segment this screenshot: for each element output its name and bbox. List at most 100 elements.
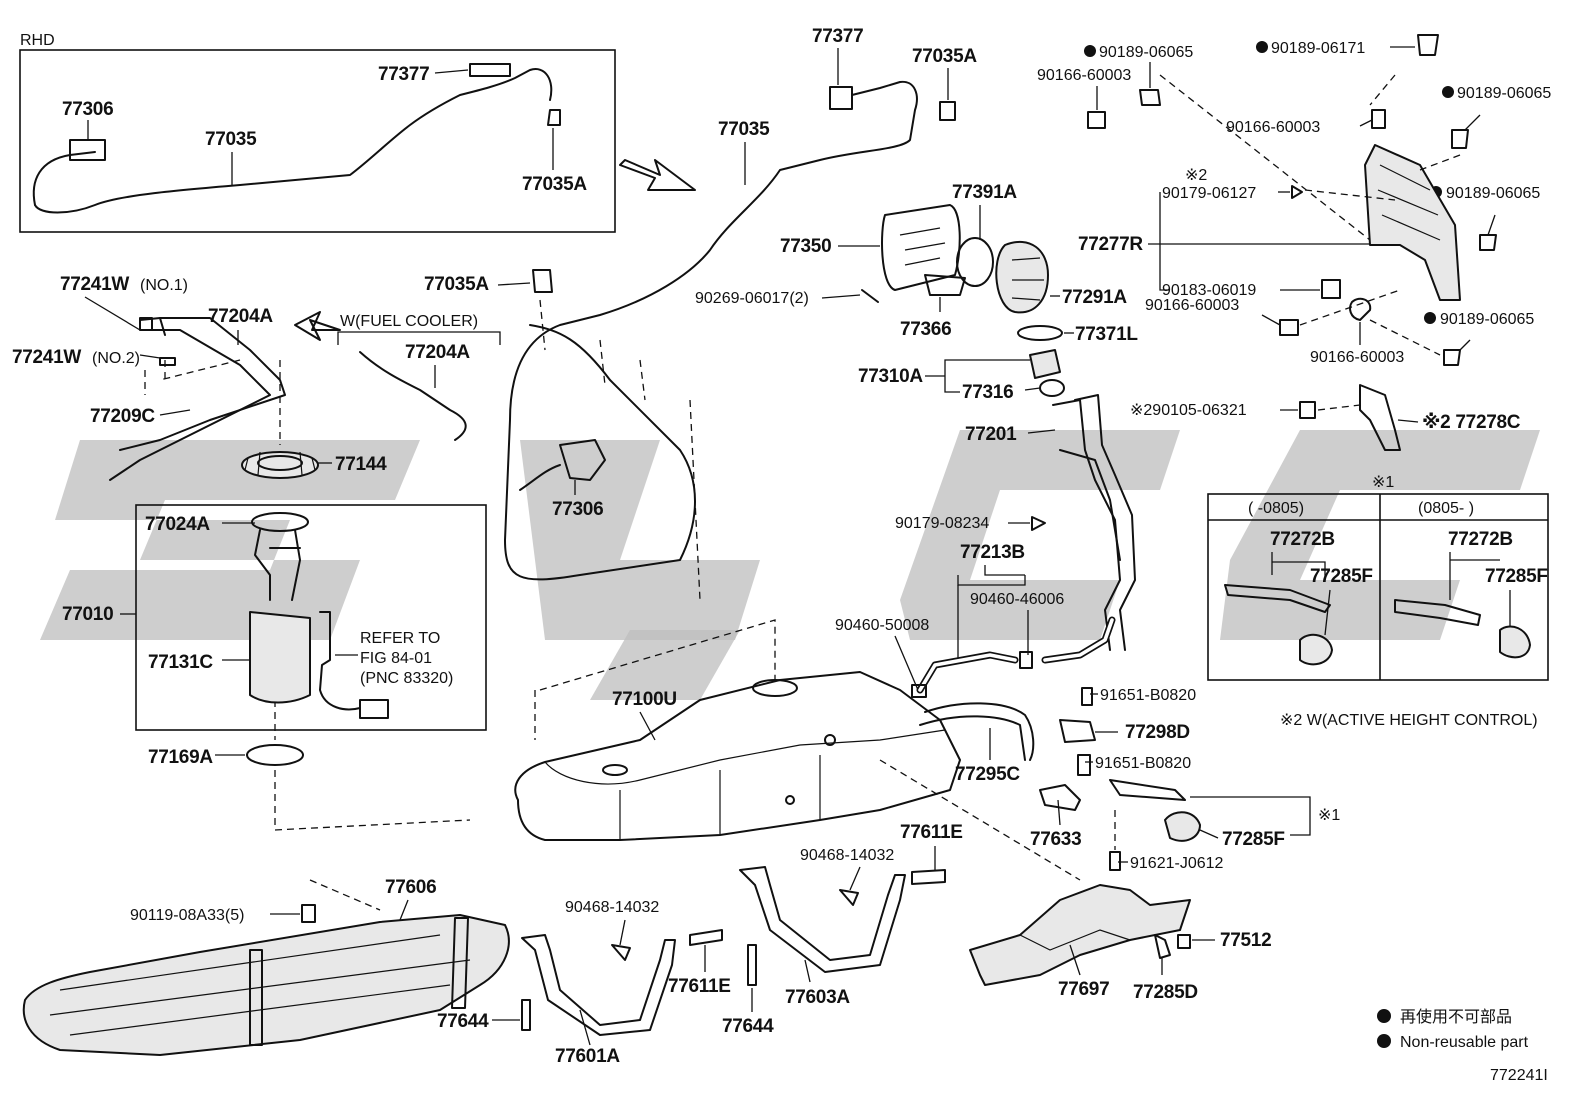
nonreusable-dot-icon: [1442, 86, 1454, 98]
refer-text-1: REFER TO: [360, 630, 440, 647]
label-90189-06065-c: 90189-06065: [1446, 185, 1540, 202]
clip-77241W-no2: [159, 357, 176, 366]
label-77035A-mid: 77035A: [424, 274, 489, 295]
cap-77291A: [995, 240, 1049, 314]
bolt-90166-a: [1087, 111, 1106, 129]
bolt-91651-a: [1081, 687, 1093, 706]
label-90166-60003-d: 90166-60003: [1310, 349, 1404, 366]
label-77291A: 77291A: [1062, 287, 1127, 308]
legend-jp: 再使用不可部品: [1400, 1008, 1512, 1026]
filler-lid-group: 77391A 77350 90269-06017(2) 77366 77291A…: [695, 182, 1139, 345]
label-90183-06019: 90183-06019: [1162, 282, 1256, 299]
pump-wire: [319, 611, 361, 711]
clamp-77285F-main: [1164, 811, 1201, 842]
label-77603A: 77603A: [785, 987, 850, 1008]
rhd-connector-77306: [69, 139, 106, 161]
nut-90183: [1321, 279, 1341, 299]
label-90189-06065-a: 90189-06065: [1099, 44, 1193, 61]
variant-table-frame: [1207, 493, 1549, 681]
label-77144: 77144: [335, 454, 387, 475]
rhd-label-77377: 77377: [378, 64, 429, 85]
label-77295C: 77295C: [955, 764, 1020, 785]
label-90119-08A33: 90119-08A33(5): [130, 907, 244, 924]
variant-col-1: ( -0805): [1248, 500, 1304, 517]
bolt-91651-b: [1077, 754, 1091, 776]
legend-en: Non-reusable part: [1400, 1034, 1529, 1051]
label-91651-B0820-b: 91651-B0820: [1095, 755, 1191, 772]
rhd-label: RHD: [20, 32, 55, 49]
ref2-a: ※2: [1185, 167, 1207, 184]
gasket-77316: [1039, 379, 1065, 397]
bracket-77272B-2: [1394, 599, 1481, 626]
label-77035A-top: 77035A: [912, 46, 977, 67]
nonreusable-dot-icon: [1377, 1034, 1391, 1048]
label-77010: 77010: [62, 604, 113, 625]
direction-arrow-icon: [619, 159, 696, 191]
nonreusable-dot-icon: [1256, 41, 1268, 53]
rhd-clamp-77035A: [547, 109, 561, 126]
refer-text-2: FIG 84-01: [360, 650, 432, 667]
label-90105-06321: ※290105-06321: [1130, 402, 1247, 419]
bracket-77278C-group: ※290105-06321 ※2 77278C: [1130, 384, 1521, 451]
clamp-77285F-2: [1499, 625, 1531, 659]
clip-90189-a: [1139, 89, 1161, 106]
variant-col-2: (0805- ): [1418, 500, 1474, 517]
bolt-90166-b: [1371, 109, 1386, 129]
protector-77277R: [1364, 144, 1461, 301]
fuel-tube-group: 77241W (NO.1) 77204A W(FUEL COOLER) 7720…: [12, 274, 501, 481]
label-90189-06065-d: 90189-06065: [1440, 311, 1534, 328]
label-90166-60003-b: 90166-60003: [1226, 119, 1320, 136]
bracket-77278C: [1359, 384, 1401, 451]
lead-77306-wire: [519, 464, 561, 491]
label-77209C: 77209C: [90, 406, 155, 427]
label-wfuel: W(FUEL COOLER): [340, 313, 478, 330]
ring-77371L: [1017, 325, 1063, 341]
label-77285F-2: 77285F: [1485, 566, 1548, 587]
label-77298D: 77298D: [1125, 722, 1190, 743]
clip-90468-b: [839, 889, 859, 906]
nonreusable-dot-icon: [1424, 312, 1436, 324]
filler-pipe-77201: [1052, 399, 1121, 651]
direction-arrow-icon-2: [294, 311, 341, 341]
label-77512: 77512: [1220, 930, 1271, 951]
bracket-77697-group: 77512 77697 77285D: [969, 884, 1272, 1003]
clamp-77035A-top: [939, 101, 956, 121]
protector-group: 90189-06065 90166-60003 90189-06171 9018…: [1037, 34, 1551, 366]
gasket-77169A: [246, 744, 304, 766]
label-90166-60003-a: 90166-60003: [1037, 67, 1131, 84]
label-77377: 77377: [812, 26, 863, 47]
fuel-pump-group: 77144 77024A 77010 77131C REFER TO FIG 8…: [62, 360, 487, 830]
bolt-77644-b: [747, 944, 757, 986]
strap-77601A: [521, 934, 676, 1036]
bolt-77611E-a: [689, 929, 723, 946]
rhd-connector-77377: [469, 63, 511, 77]
label-77278C: ※2 77278C: [1422, 412, 1521, 433]
clip-90468-a: [611, 944, 631, 961]
fuel-tank-77100U: 77100U: [274, 619, 1081, 881]
rhd-inset: RHD 77377 77306 77035 77035A: [19, 32, 616, 233]
bolt-77611E-b: [911, 869, 946, 885]
label-90468-14032-b: 90468-14032: [800, 847, 894, 864]
label-77024A: 77024A: [145, 514, 210, 535]
fuel-pump-assembly-frame: [135, 504, 487, 731]
harness-77035: [504, 80, 918, 581]
nonreusable-dot-icon: [1377, 1009, 1391, 1023]
stud-77285D: [1154, 934, 1171, 959]
figure-id: 772241I: [1490, 1067, 1548, 1084]
clip-90189-d: [1443, 349, 1461, 366]
tube-77204A-b: [359, 351, 467, 441]
label-77371L: 77371L: [1075, 324, 1138, 345]
label-77310A: 77310A: [858, 366, 923, 387]
label-77131C: 77131C: [148, 652, 213, 673]
label-90460-50008: 90460-50008: [835, 617, 929, 634]
label-77366: 77366: [900, 319, 951, 340]
label-90189-06171: 90189-06171: [1271, 40, 1365, 57]
label-77611E-b: 77611E: [900, 822, 963, 843]
label-91651-B0820-a: 91651-B0820: [1100, 687, 1196, 704]
label-77644-a: 77644: [437, 1011, 489, 1032]
nonreusable-dot-icon: [1084, 45, 1096, 57]
bracket-77633: [1039, 784, 1081, 811]
label-77601A: 77601A: [555, 1046, 620, 1067]
label-90269-06017: 90269-06017(2): [695, 290, 809, 307]
